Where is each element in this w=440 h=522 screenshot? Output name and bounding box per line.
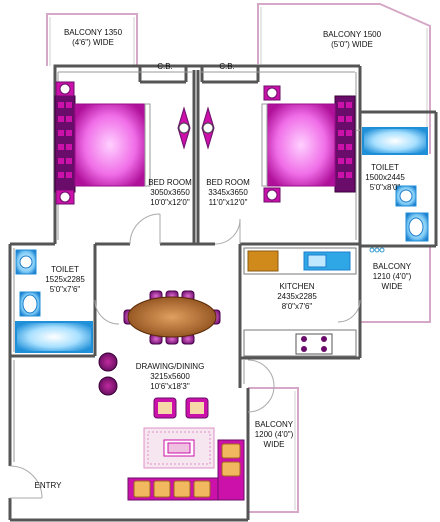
toilet-right-fixtures xyxy=(362,127,429,253)
balcony-bottom-dims: 1200 (4'0") xyxy=(254,430,294,439)
balcony-bottom-name: BALCONY xyxy=(254,420,294,429)
armchairs xyxy=(153,397,209,419)
drawing-dining-dims: 3215x5600 xyxy=(150,372,190,381)
balcony-right-name: BALCONY xyxy=(372,262,412,271)
balcony-top-right-outline xyxy=(257,3,431,154)
toilet-left-fixtures xyxy=(15,249,93,353)
toilet-right-dims: 1500x2445 xyxy=(365,173,405,182)
bedroom-right-label: BED ROOM 3345x3650 11'0"x12'0" xyxy=(202,178,254,208)
balcony-top-left-label: BALCONY 1350 (4'6") WIDE xyxy=(52,28,134,48)
balcony-top-right-name: BALCONY 1500 xyxy=(322,30,382,39)
bedroom-left-size: 10'0"x12'0" xyxy=(150,198,190,207)
bedroom-right-name: BED ROOM xyxy=(206,178,250,187)
nightstands-right xyxy=(263,85,281,203)
bed-left xyxy=(54,95,151,193)
sofa xyxy=(127,439,245,501)
balcony-top-right-label: BALCONY 1500 (5'0") WIDE xyxy=(310,30,394,50)
rug xyxy=(143,427,215,469)
dining-set xyxy=(123,290,221,345)
balcony-top-left-name: BALCONY 1350 xyxy=(63,28,123,37)
bedroom-left-label: BED ROOM 3050x3650 10'0"x12'0" xyxy=(144,178,196,208)
kitchen-name: KITCHEN xyxy=(279,282,315,291)
bedroom-right-dims: 3345x3650 xyxy=(208,188,248,197)
bedroom-left-name: BED ROOM xyxy=(148,178,192,187)
balcony-top-right-size: (5'0") WIDE xyxy=(331,40,373,49)
entry-label: ENTRY xyxy=(34,481,62,490)
closet-left-label: C.B. xyxy=(157,62,173,71)
bedroom-right-size: 11'0"x12'0" xyxy=(208,198,248,207)
kitchen-dims: 2435x2285 xyxy=(277,292,317,301)
balcony-right-label: BALCONY 1210 (4'0") WIDE xyxy=(362,262,422,292)
doors xyxy=(9,129,361,499)
toilet-left-dims: 1525x2285 xyxy=(45,275,85,284)
toilet-left-size: 5'0"x7'6" xyxy=(49,285,81,294)
balcony-bottom-outline xyxy=(248,387,299,513)
nightstands-left xyxy=(55,81,75,205)
dresser-center xyxy=(177,106,215,150)
toilet-right-name: TOILET xyxy=(371,163,399,172)
balcony-right-dims: 1210 (4'0") xyxy=(372,272,412,281)
balcony-bottom-label: BALCONY 1200 (4'0") WIDE xyxy=(246,420,302,450)
toilet-right-label: TOILET 1500x2445 5'0"x8'0" xyxy=(360,163,410,193)
drawing-dining-size: 10'6"x18'3" xyxy=(150,382,190,391)
balcony-bottom-size: WIDE xyxy=(263,440,285,449)
balcony-top-left-size: (4'6") WIDE xyxy=(72,38,114,47)
kitchen-label: KITCHEN 2435x2285 8'0"x7'6" xyxy=(266,282,328,312)
kitchen-size: 8'0"x7'6" xyxy=(281,302,313,311)
planters xyxy=(98,352,118,396)
drawing-dining-name: DRAWING/DINING xyxy=(135,362,205,371)
bedroom-left-dims: 3050x3650 xyxy=(150,188,190,197)
closet-right-label: C.B. xyxy=(219,62,235,71)
balcony-top-left-outline xyxy=(46,13,138,66)
toilet-left-name: TOILET xyxy=(51,265,79,274)
toilet-right-size: 5'0"x8'0" xyxy=(369,183,401,192)
kitchen-fixtures xyxy=(243,247,357,357)
toilet-left-label: TOILET 1525x2285 5'0"x7'6" xyxy=(38,265,92,295)
drawing-dining-label: DRAWING/DINING 3215x5600 10'6"x18'3" xyxy=(130,362,210,392)
balcony-right-size: WIDE xyxy=(381,282,403,291)
bed-right xyxy=(261,95,356,193)
